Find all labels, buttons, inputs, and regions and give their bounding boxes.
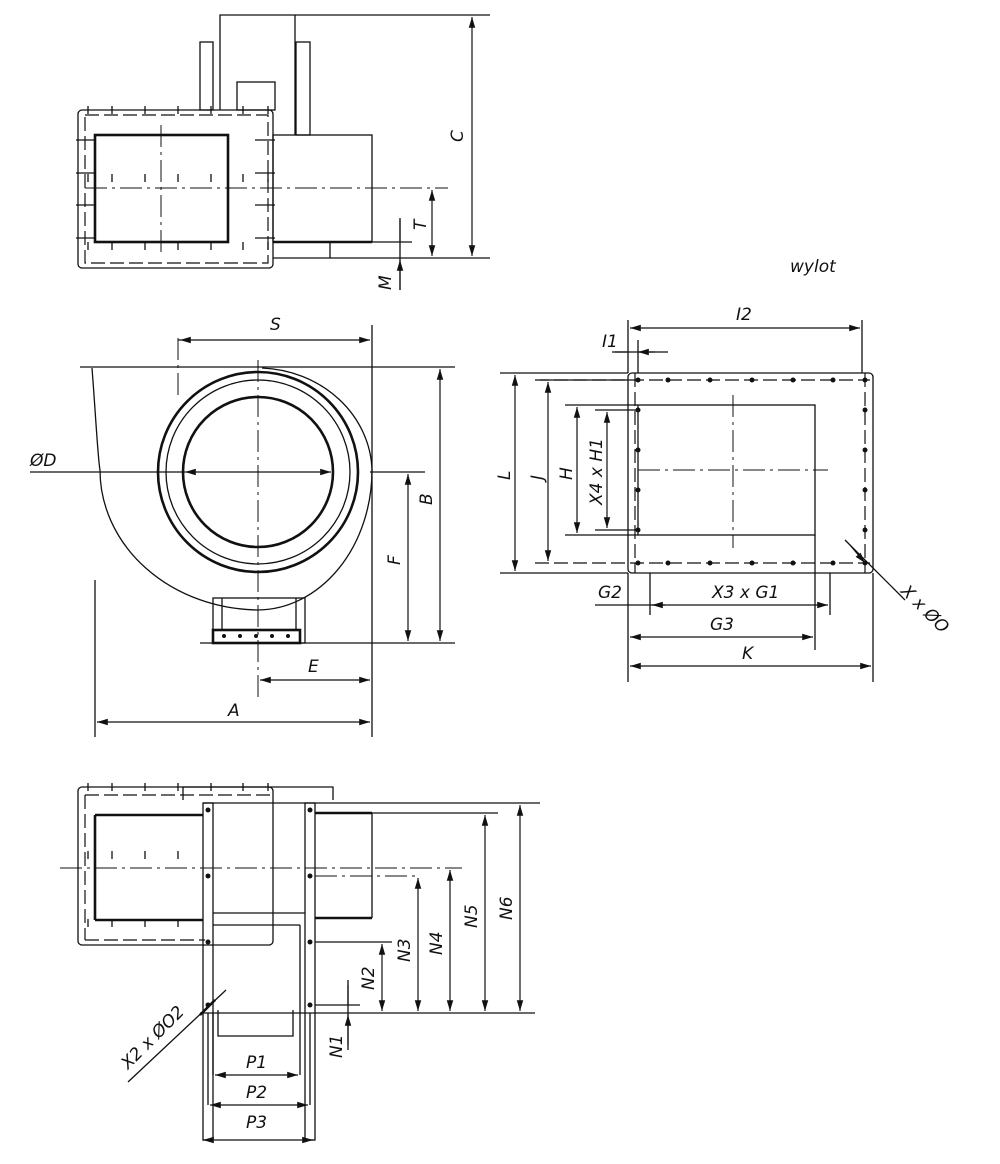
dim-label-I1: I1: [602, 332, 618, 352]
dim-label-X4H1: X4 x H1: [587, 438, 607, 506]
side-view: S ØD B F E A: [29, 315, 455, 737]
flange-bolt-marks: [76, 106, 275, 272]
flange-holes: [635, 377, 868, 566]
dim-label-XO: X x ØO: [896, 581, 953, 638]
dim-label-G3: G3: [710, 615, 734, 635]
dim-label-A: A: [227, 701, 240, 721]
mounting-holes: [222, 634, 290, 638]
dim-label-N6: N6: [497, 896, 517, 920]
dim-label-H: H: [557, 467, 577, 480]
dim-label-I2: I2: [736, 305, 752, 325]
dim-label-N4: N4: [427, 931, 447, 955]
dim-label-M: M: [376, 275, 396, 290]
dim-label-N2: N2: [359, 966, 379, 990]
dim-label-C: C: [448, 130, 468, 142]
outlet-flange-view: I2 I1 L J H X4 x H1 G2 X3 x G1 G3 K X x …: [495, 305, 953, 682]
dim-label-X3G1: X3 x G1: [711, 583, 779, 603]
dim-label-N5: N5: [462, 904, 482, 928]
dim-label-N3: N3: [395, 938, 415, 962]
dim-label-F: F: [385, 555, 405, 565]
dim-label-B: B: [417, 493, 437, 505]
dim-label-S: S: [270, 315, 281, 335]
dim-label-P2: P2: [246, 1083, 267, 1103]
dim-label-L: L: [495, 471, 515, 480]
dim-label-P3: P3: [246, 1113, 267, 1133]
dim-label-D: ØD: [29, 451, 56, 471]
dim-label-K: K: [742, 644, 755, 664]
outlet-label: wylot: [790, 257, 837, 277]
dim-label-T: T: [411, 218, 431, 230]
frame-holes: [205, 807, 313, 1008]
dim-label-X2O2: X2 x ØO2: [117, 1002, 189, 1074]
dim-label-N1: N1: [327, 1034, 347, 1058]
dim-label-P1: P1: [246, 1053, 267, 1073]
top-view: C T M: [76, 14, 490, 290]
dim-label-E: E: [308, 657, 319, 677]
bottom-view: N1 N2 N3 N4 N5 N6 P1 P2 P3 X2 x ØO2: [60, 783, 540, 1144]
dim-label-G2: G2: [598, 583, 622, 603]
dim-label-J: J: [528, 475, 548, 483]
